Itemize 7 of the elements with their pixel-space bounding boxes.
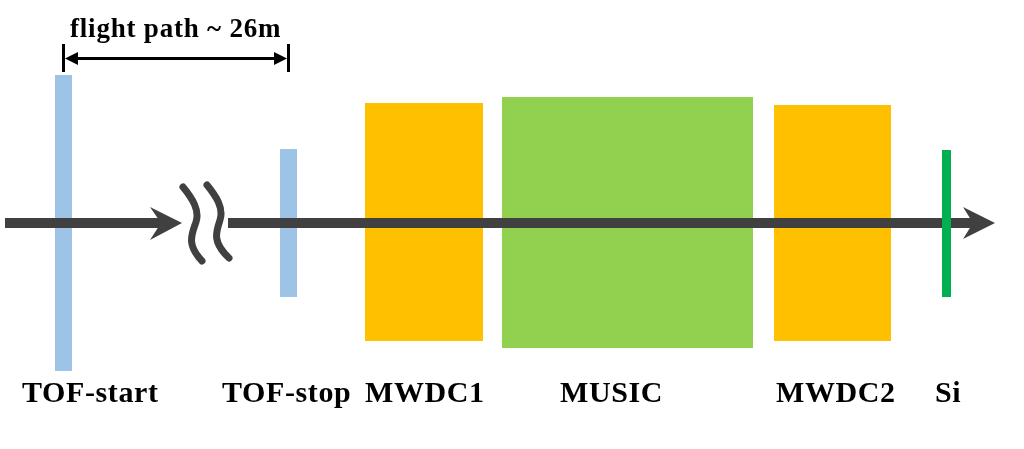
detector-label: MWDC2 [776,377,896,407]
dimension-label: flight path ~ 26m [70,14,282,42]
detector-label: MWDC1 [365,377,485,407]
detector-label: Si [935,377,962,407]
detector-label: MUSIC [560,377,663,407]
detector-label: TOF-start [22,377,159,407]
detector-label: TOF-stop [222,377,352,407]
